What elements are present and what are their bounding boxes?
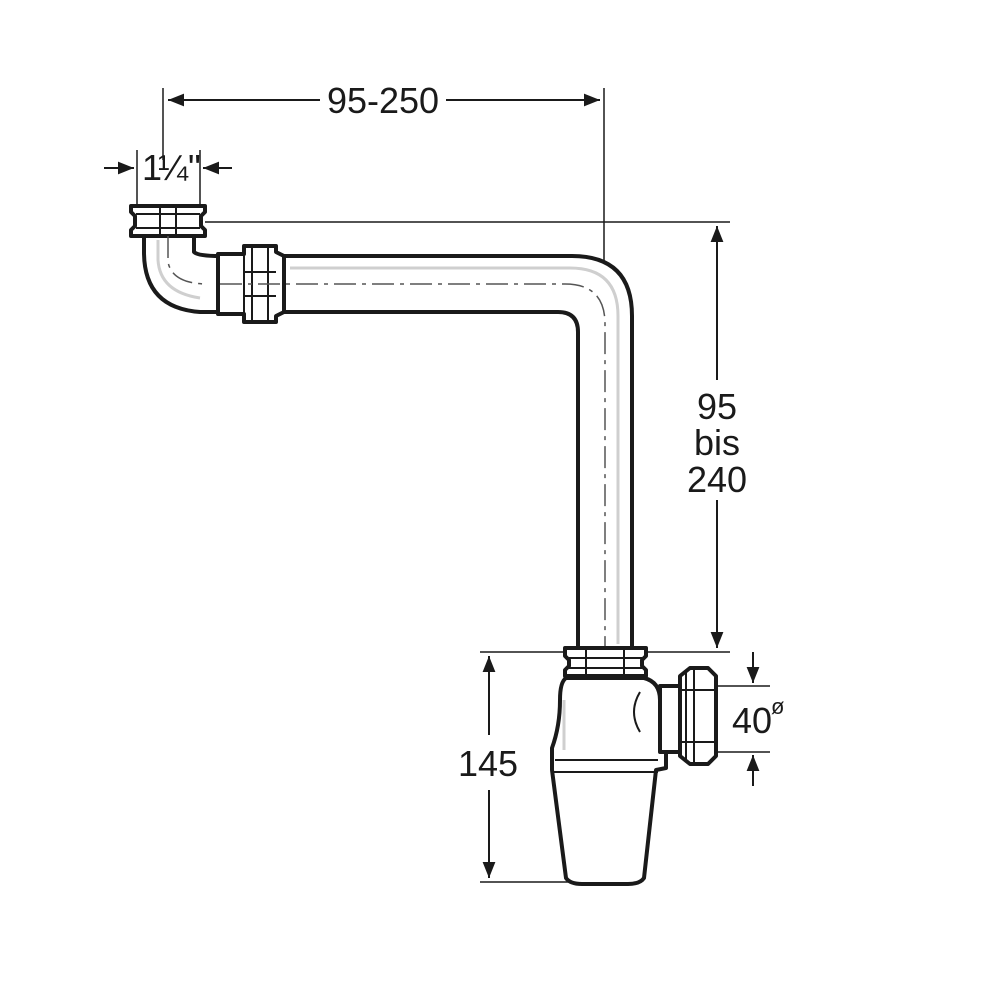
bottle-trap-body (550, 676, 668, 886)
dimension-label-outlet-value: 40 (732, 700, 772, 741)
dimension-height-adjustable: 95 bis 240 (205, 221, 747, 653)
dimension-label-inlet-fraction: ¼" (158, 147, 201, 188)
dimension-label-height-max: 240 (687, 459, 747, 500)
dimension-label-height-min: 95 (697, 386, 737, 427)
dimension-label-outlet-symbol: ø (771, 694, 784, 719)
main-pipe-bend (220, 254, 634, 860)
inlet-nut (129, 204, 207, 238)
trap-top-nut (563, 646, 648, 678)
inlet-elbow (142, 234, 222, 314)
dimension-label-length: 95-250 (327, 80, 439, 121)
dimension-inlet-thread: 1 ¼" (104, 147, 232, 205)
dimension-trap-height: 145 (458, 651, 572, 883)
dimension-label-inlet-whole: 1 (142, 147, 162, 188)
dimension-length-horizontal: 95-250 (162, 80, 605, 640)
dimension-label-trap-height: 145 (458, 743, 518, 784)
dimension-outlet-diameter: 40 ø (716, 652, 784, 786)
dimension-label-height-bis: bis (694, 422, 740, 463)
side-outlet (658, 666, 718, 766)
